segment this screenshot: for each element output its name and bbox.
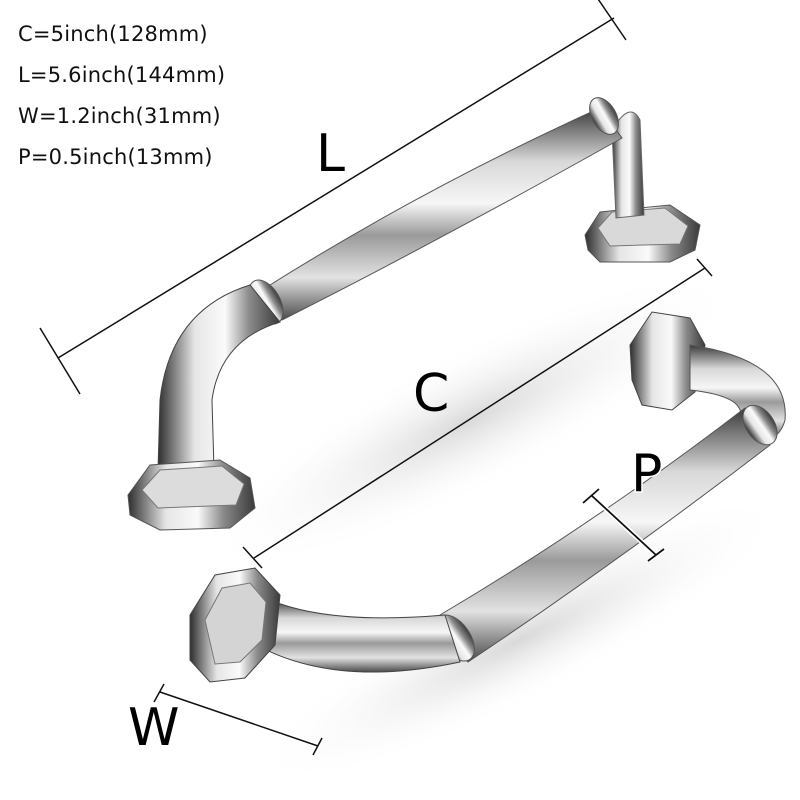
projection-dimension-line <box>581 487 666 563</box>
upper-grip-bar <box>261 107 623 321</box>
spec-width: W=1.2inch(31mm) <box>18 104 221 128</box>
length-label: L <box>316 124 345 184</box>
spec-center-distance: C=5inch(128mm) <box>18 22 208 46</box>
lower-right-base <box>629 311 706 411</box>
spec-projection: P=0.5inch(13mm) <box>18 145 213 169</box>
lower-grip-bar <box>439 407 771 663</box>
width-label: W <box>128 698 180 758</box>
width-dimension-line <box>153 683 323 756</box>
spec-length: L=5.6inch(144mm) <box>18 63 226 87</box>
projection-label: P <box>629 444 663 504</box>
center-distance-label: C <box>413 364 450 424</box>
spec-list: C=5inch(128mm) L=5.6inch(144mm) W=1.2inc… <box>18 14 225 178</box>
lower-handle <box>189 311 786 683</box>
upper-handle <box>127 97 701 531</box>
upper-left-post <box>157 284 281 471</box>
shadow <box>251 493 789 787</box>
lower-left-arm <box>247 599 461 673</box>
length-dimension-line <box>39 0 627 395</box>
center-distance-dimension-line <box>242 258 713 569</box>
